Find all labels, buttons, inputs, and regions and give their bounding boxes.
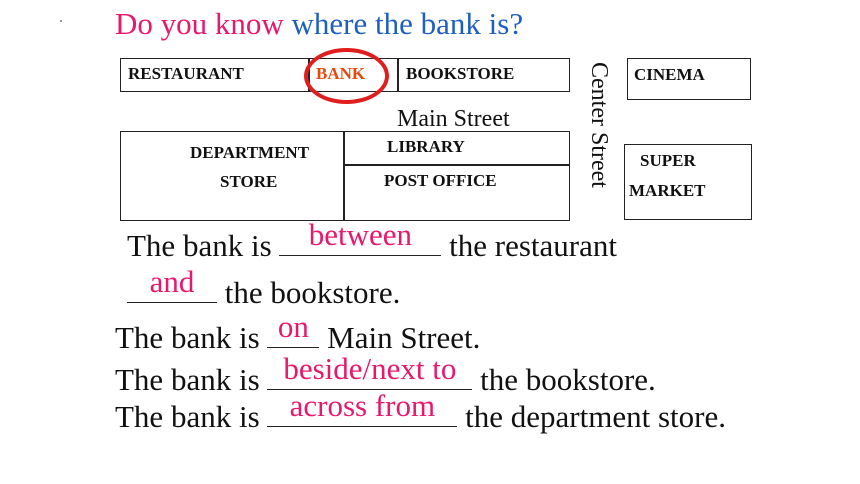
answer-4: beside/next to	[283, 351, 457, 386]
supermarket-block	[624, 144, 752, 220]
cinema-label: CINEMA	[634, 65, 705, 84]
sentence-4-start: The bank is	[115, 362, 260, 397]
restaurant-label: RESTAURANT	[128, 64, 244, 83]
answer-1: between	[308, 217, 413, 252]
sentence-2: and the bookstore.	[127, 264, 401, 311]
title-part-2: where the bank is?	[291, 6, 524, 41]
sentence-5-end: the department store.	[465, 399, 726, 434]
sentence-4-end: the bookstore.	[480, 362, 656, 397]
sentence-4: The bank is beside/next to the bookstore…	[115, 351, 656, 398]
answer-5: across from	[289, 388, 436, 423]
center-street-label: Center Street	[586, 62, 612, 188]
supermarket-label-line2: MARKET	[629, 181, 706, 200]
answer-blank-2: and	[127, 264, 217, 303]
answer-blank-3: on	[267, 309, 320, 348]
title-part-1: Do you know	[115, 6, 284, 41]
cinema-block	[627, 58, 751, 100]
main-street-label: Main Street	[397, 106, 510, 132]
answer-3: on	[277, 309, 309, 344]
sentence-5-start: The bank is	[115, 399, 260, 434]
sentence-2-end: the bookstore.	[224, 275, 401, 310]
sentence-1: The bank is between the restaurant	[127, 217, 617, 264]
supermarket-label-line1: SUPER	[640, 151, 696, 170]
sentence-3-start: The bank is	[115, 320, 260, 355]
bookstore-label: BOOKSTORE	[406, 64, 515, 83]
library-label: LIBRARY	[387, 137, 465, 156]
post-office-label: POST OFFICE	[384, 171, 497, 190]
sentence-1-start: The bank is	[127, 228, 272, 263]
bank-highlight-circle	[304, 48, 389, 104]
divider-library-postoffice	[343, 164, 570, 166]
answer-blank-4: beside/next to	[267, 351, 473, 390]
department-store-label-line1: DEPARTMENT	[190, 143, 310, 162]
answer-blank-1: between	[279, 217, 442, 256]
sentence-1-end: the restaurant	[449, 228, 617, 263]
sentence-5: The bank is across from the department s…	[115, 388, 726, 435]
answer-blank-5: across from	[267, 388, 458, 427]
department-store-label-line2: STORE	[220, 172, 278, 191]
decorative-dot	[60, 20, 62, 22]
sentence-3: The bank is on Main Street.	[115, 309, 481, 356]
divider-bank-bookstore	[397, 58, 399, 92]
bottom-block	[120, 131, 570, 221]
answer-2: and	[149, 264, 195, 299]
page-title: Do you know where the bank is?	[115, 6, 523, 42]
divider-department-library	[343, 131, 345, 221]
sentence-3-end: Main Street.	[327, 320, 481, 355]
